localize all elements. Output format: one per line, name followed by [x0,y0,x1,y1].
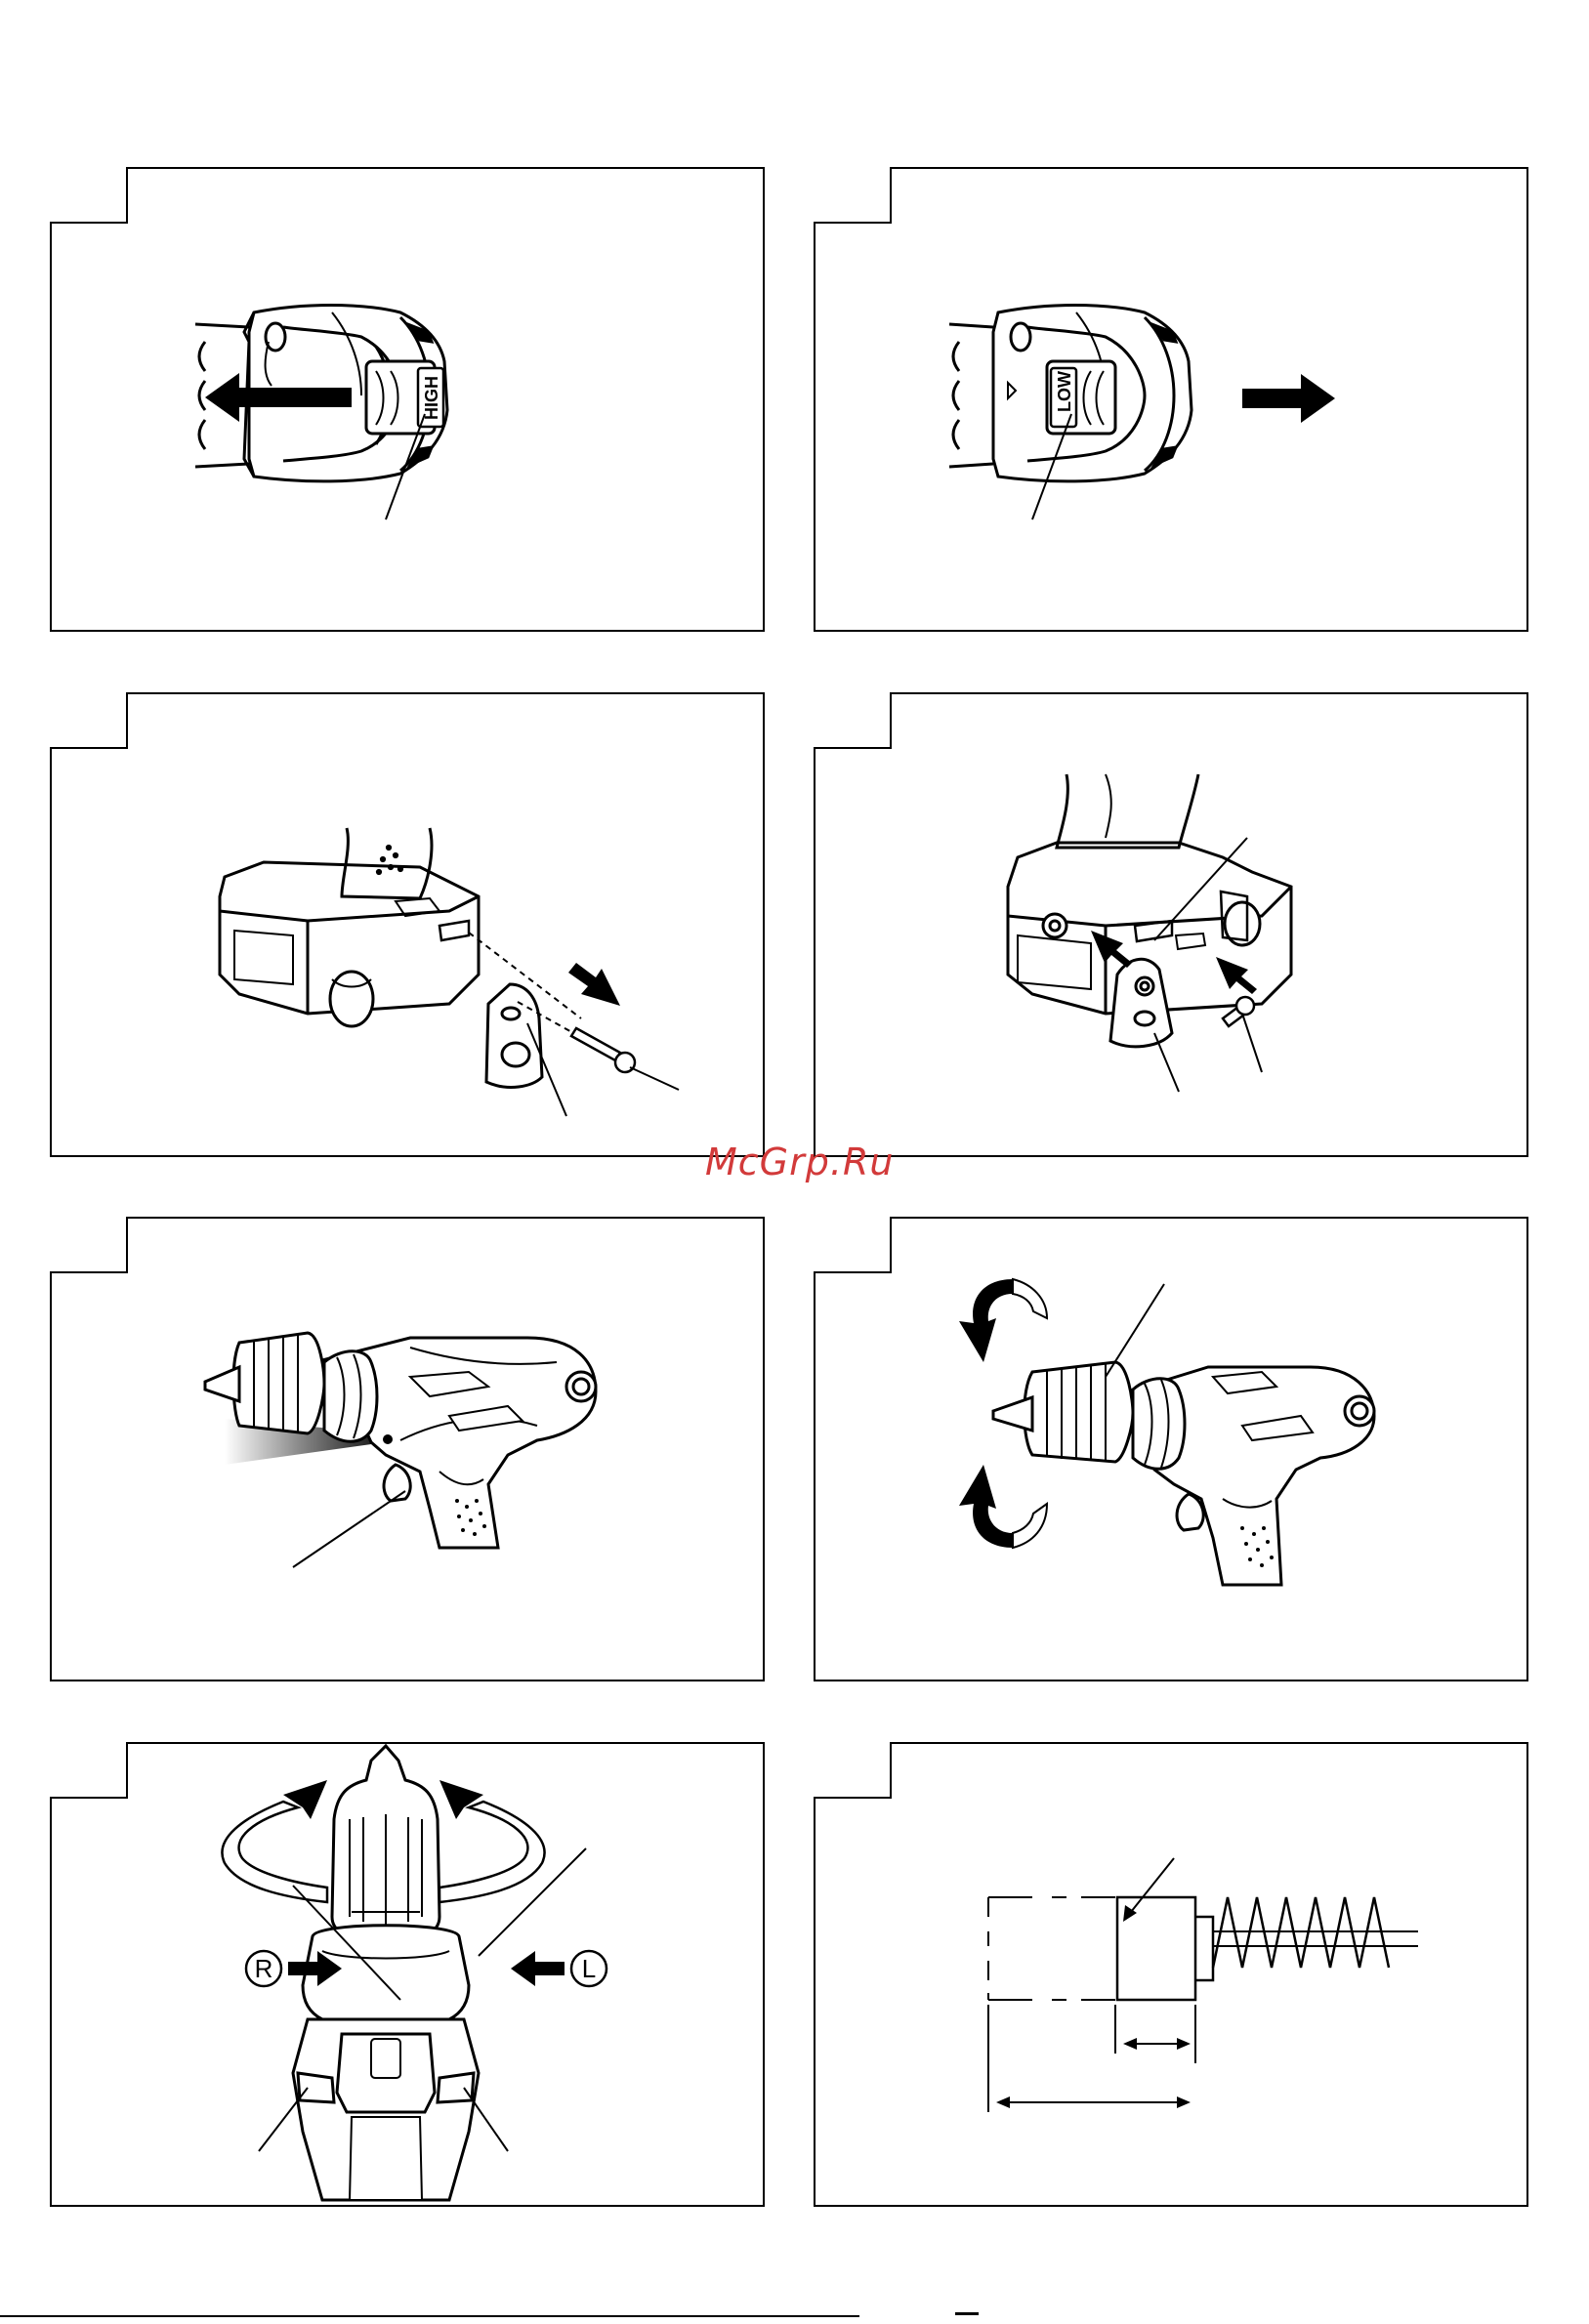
screw [571,1028,635,1072]
arrow-left-icon [511,1951,565,1986]
figure-6-drawing [813,1216,1531,1682]
leader-line [1154,1033,1179,1092]
figure-6-adjusting-ring [813,1216,1531,1682]
arrow-up-left-icon [1091,931,1132,968]
watermark: McGrp.Ru [705,1141,894,1183]
figure-2-drawing: LOW [813,166,1531,633]
symbol-r-label: R [255,1954,273,1983]
reverse-symbol-r-icon: R [246,1951,281,1986]
arrow-right-icon [1242,374,1335,423]
screw [1223,997,1254,1026]
drill-side-view [993,1362,1374,1585]
panel-frame [815,168,1527,631]
carbon-brush-diagram [988,1897,1418,2112]
footer-mark [955,2312,979,2315]
figure-1-high-speed: HIGH [49,166,768,633]
figure-7-reversing-switch: R L [49,1741,768,2208]
figure-7-drawing: R L [49,1741,768,2208]
panel-frame [51,693,764,1156]
leader-line [293,1491,405,1567]
figure-5-job-light [49,1216,768,1682]
figure-3-hook-removal [49,691,768,1158]
figure-8-carbon-brush [813,1741,1531,2208]
arrow-down-right-icon [568,963,620,1006]
figure-3-drawing [49,691,768,1158]
battery-base [220,828,479,1026]
figure-4-drawing [813,691,1531,1158]
figure-1-drawing: HIGH [49,166,768,633]
switch-label-high: HIGH [422,376,441,420]
switch-label-low: LOW [1055,371,1074,412]
leader-line [1242,1014,1262,1072]
arrow-up-left-icon [1216,957,1257,994]
rotation-arrow-upper-icon [959,1279,1047,1362]
rotation-arrow-lower-icon [959,1465,1047,1548]
figure-8-drawing [813,1741,1531,2208]
leader-line [1127,1858,1174,1917]
belt-hook [1110,959,1172,1047]
figure-4-hook-installation [813,691,1531,1158]
forward-symbol-l-icon: L [571,1951,606,1986]
footer-rule [0,2315,859,2317]
symbol-l-label: L [582,1954,596,1983]
leader-line [1106,1284,1164,1377]
figure-5-drawing [49,1216,768,1682]
belt-hook [486,984,542,1087]
leader-line [630,1067,679,1090]
panel-frame [815,1743,1527,2206]
figure-2-low-speed: LOW [813,166,1531,633]
arrow-left-icon [205,373,352,422]
